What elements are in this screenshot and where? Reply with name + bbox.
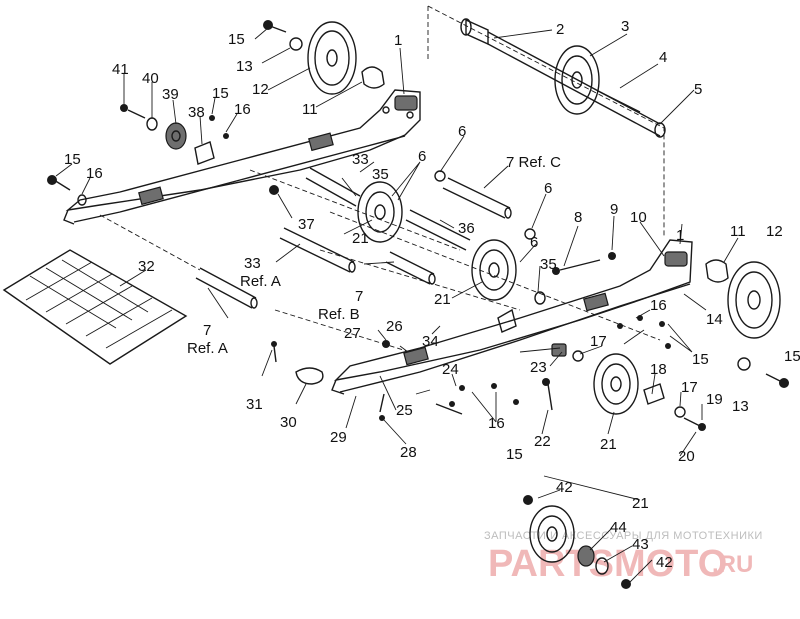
cross-shafts <box>195 167 512 309</box>
watermark-caption: ЗАПЧАСТИ И АКСЕССУАРЫ ДЛЯ МОТОТЕХНИКИ <box>484 530 763 542</box>
callout-15: 15 <box>506 446 523 463</box>
callout-38: 38 <box>188 104 205 121</box>
callout-16: 16 <box>234 101 251 118</box>
callout-35: 35 <box>372 166 389 183</box>
callout-28: 28 <box>400 444 417 461</box>
callout-3: 3 <box>621 18 629 35</box>
callout-ref-a: Ref. A <box>187 340 228 357</box>
callout-21: 21 <box>600 436 617 453</box>
callout-21: 21 <box>352 230 369 247</box>
left-bracket-hardware <box>47 104 229 206</box>
callout-10: 10 <box>630 209 647 226</box>
callout-14: 14 <box>706 311 723 328</box>
track-cleat-panel <box>2 249 188 365</box>
callout-27: 27 <box>344 325 361 342</box>
callout-1: 1 <box>394 32 402 49</box>
callout-29: 29 <box>330 429 347 446</box>
callout-4: 4 <box>659 49 667 66</box>
callout-17: 17 <box>681 379 698 396</box>
callout-6: 6 <box>544 180 552 197</box>
callout-44: 44 <box>610 519 627 536</box>
callout-15: 15 <box>228 31 245 48</box>
callout-24: 24 <box>442 361 459 378</box>
lower-front-hardware <box>271 341 519 415</box>
callout-15: 15 <box>692 351 709 368</box>
callout-ref-a: Ref. A <box>240 273 281 290</box>
callout-6: 6 <box>458 123 466 140</box>
callout-19: 19 <box>706 391 723 408</box>
callout-35: 35 <box>540 256 557 273</box>
callout-16: 16 <box>488 415 505 432</box>
callout-7: 7 <box>355 288 363 305</box>
callout-11: 11 <box>730 223 746 240</box>
callout-6: 6 <box>418 148 426 165</box>
reference-lines <box>99 5 665 353</box>
callout-21: 21 <box>434 291 451 308</box>
callout-41: 41 <box>112 61 129 78</box>
callout-7-ref-c: 7 Ref. C <box>506 154 561 171</box>
upper-rear-wheel-assembly <box>263 20 385 95</box>
callout-18: 18 <box>650 361 667 378</box>
callout-31: 31 <box>246 396 263 413</box>
callout-5: 5 <box>694 81 702 98</box>
callouts: 1 1 2 3 4 5 6 6 6 6 7 Ref. C 7 Ref. B 7 … <box>64 18 800 571</box>
callout-16: 16 <box>86 165 103 182</box>
callout-32: 32 <box>138 258 155 275</box>
callout-9: 9 <box>610 201 618 218</box>
rail-lower-right <box>331 239 693 421</box>
right-lower-hardware <box>542 315 706 431</box>
wheel-detail-exploded <box>523 475 641 589</box>
callout-17: 17 <box>590 333 607 350</box>
callout-42: 42 <box>556 479 573 496</box>
callout-6: 6 <box>530 234 538 251</box>
callout-16: 16 <box>650 297 667 314</box>
callout-43: 43 <box>632 536 649 553</box>
callout-ref-b: Ref. B <box>318 306 360 323</box>
centre-idler-wheels <box>357 170 546 305</box>
callout-30: 30 <box>280 414 297 431</box>
watermark-domain: .RU <box>712 551 753 578</box>
callout-12: 12 <box>252 81 269 98</box>
callout-39: 39 <box>162 86 179 103</box>
rail-upper-left <box>63 89 421 225</box>
callout-23: 23 <box>530 359 547 376</box>
callout-25: 25 <box>396 402 413 419</box>
callout-26: 26 <box>386 318 403 335</box>
callout-15: 15 <box>784 348 800 365</box>
callout-11: 11 <box>302 101 318 118</box>
callout-2: 2 <box>556 21 564 38</box>
callout-20: 20 <box>678 448 695 465</box>
callout-22: 22 <box>534 433 551 450</box>
callout-7: 7 <box>203 322 211 339</box>
callout-36: 36 <box>458 220 475 237</box>
leader-lines <box>55 27 739 583</box>
callout-42: 42 <box>656 554 673 571</box>
callout-34: 34 <box>422 333 439 350</box>
callout-13: 13 <box>732 398 749 415</box>
watermark: ЗАПЧАСТИ И АКСЕССУАРЫ ДЛЯ МОТОТЕХНИКИ PA… <box>484 530 763 585</box>
right-rear-wheel-assembly <box>552 252 789 388</box>
callout-40: 40 <box>142 70 159 87</box>
callout-33: 33 <box>352 151 369 168</box>
callout-13: 13 <box>236 58 253 75</box>
callout-33: 33 <box>244 255 261 272</box>
callout-15: 15 <box>212 85 229 102</box>
callout-21: 21 <box>632 495 649 512</box>
callout-12: 12 <box>766 223 783 240</box>
callout-8: 8 <box>574 209 582 226</box>
callout-15: 15 <box>64 151 81 168</box>
callout-37: 37 <box>298 216 315 233</box>
callout-1: 1 <box>676 227 684 244</box>
rear-axle-assembly <box>460 18 666 138</box>
